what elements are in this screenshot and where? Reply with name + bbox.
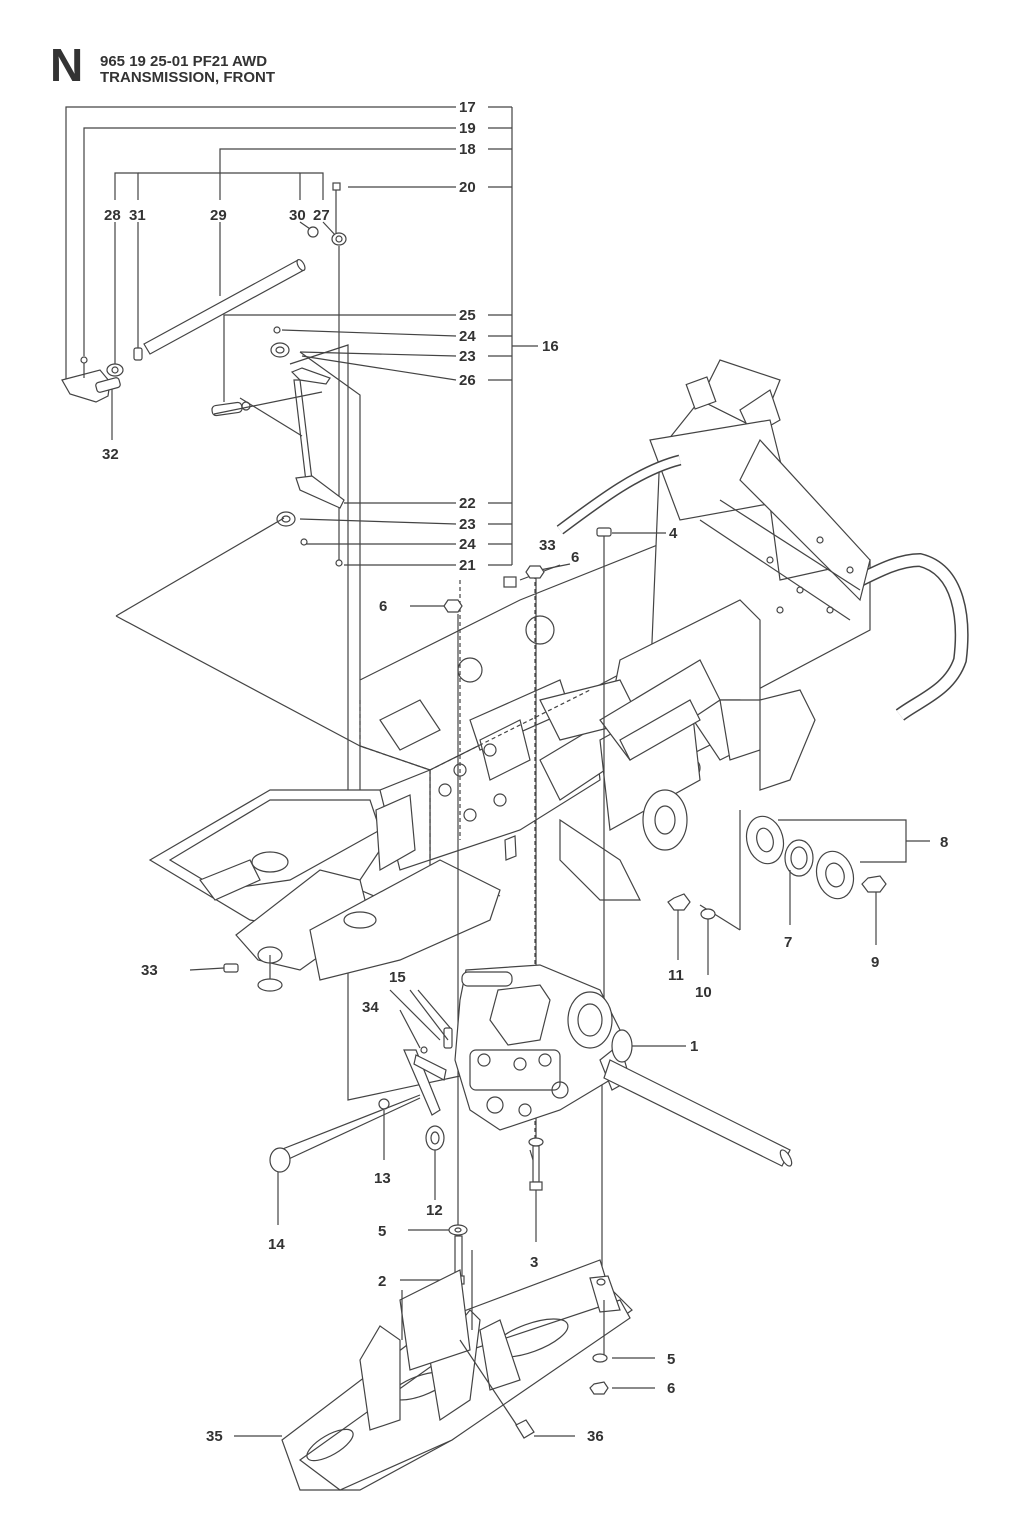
callout-5-right: 5 <box>667 1351 675 1368</box>
callout-19: 19 <box>459 120 476 137</box>
callout-12: 12 <box>426 1202 443 1219</box>
control-arm <box>269 989 453 1225</box>
callout-2: 2 <box>378 1273 386 1290</box>
callout-17: 17 <box>459 99 476 116</box>
callout-4: 4 <box>669 525 678 542</box>
rod-bracket <box>61 356 121 403</box>
ball-joint-lower <box>106 347 143 377</box>
callout-28: 28 <box>104 207 121 224</box>
callout-6-lower: 6 <box>667 1380 675 1397</box>
callout-labels: 17 19 18 20 28 31 29 30 27 25 24 16 23 2… <box>102 99 948 1445</box>
skid-plate <box>234 1250 655 1491</box>
callout-31: 31 <box>129 207 146 224</box>
callout-34: 34 <box>362 999 379 1016</box>
callout-13: 13 <box>374 1170 391 1187</box>
callout-36: 36 <box>587 1428 604 1445</box>
callout-26: 26 <box>459 372 476 389</box>
linkage-group-bracket <box>488 106 538 566</box>
callout-18: 18 <box>459 141 476 158</box>
leader-lines-lower <box>189 963 449 1041</box>
callout-6-upper-left: 6 <box>379 598 387 615</box>
part-number: 965 19 25-01 PF21 AWD <box>100 53 268 70</box>
callout-21: 21 <box>459 557 476 574</box>
callout-5-left: 5 <box>378 1223 386 1240</box>
callout-10: 10 <box>695 984 712 1001</box>
callout-29: 29 <box>210 207 227 224</box>
floor-plate <box>148 769 501 992</box>
callout-33-upper: 33 <box>539 537 556 554</box>
callout-15: 15 <box>389 969 406 986</box>
callout-8: 8 <box>940 834 948 851</box>
callout-23-lower: 23 <box>459 516 476 533</box>
callout-11: 11 <box>668 967 684 984</box>
section-letter: N <box>50 39 84 91</box>
fasteners-frame <box>410 527 666 1280</box>
callout-1: 1 <box>690 1038 698 1055</box>
transmission-unit <box>454 964 793 1171</box>
callout-7: 7 <box>784 934 792 951</box>
rear-frame <box>539 359 969 901</box>
callout-24-upper: 24 <box>459 328 476 345</box>
callout-23-upper: 23 <box>459 348 476 365</box>
callout-22: 22 <box>459 495 476 512</box>
axle-mount-parts <box>667 810 930 975</box>
callout-35: 35 <box>206 1428 223 1445</box>
callout-20: 20 <box>459 179 476 196</box>
callout-16: 16 <box>542 338 559 355</box>
callout-14: 14 <box>268 1236 285 1253</box>
callout-24-lower: 24 <box>459 536 476 553</box>
pivot-arm <box>211 326 345 546</box>
callout-32: 32 <box>102 446 119 463</box>
diagram-title: TRANSMISSION, FRONT <box>100 69 275 86</box>
callout-33-lower: 33 <box>141 962 158 979</box>
linkage-rod <box>143 258 306 355</box>
callout-30: 30 <box>289 207 306 224</box>
callout-6-upper-right: 6 <box>571 549 579 566</box>
callout-3: 3 <box>530 1254 538 1271</box>
leader-lines <box>65 106 457 566</box>
callout-25: 25 <box>459 307 476 324</box>
callout-9: 9 <box>871 954 879 971</box>
callout-27: 27 <box>313 207 330 224</box>
